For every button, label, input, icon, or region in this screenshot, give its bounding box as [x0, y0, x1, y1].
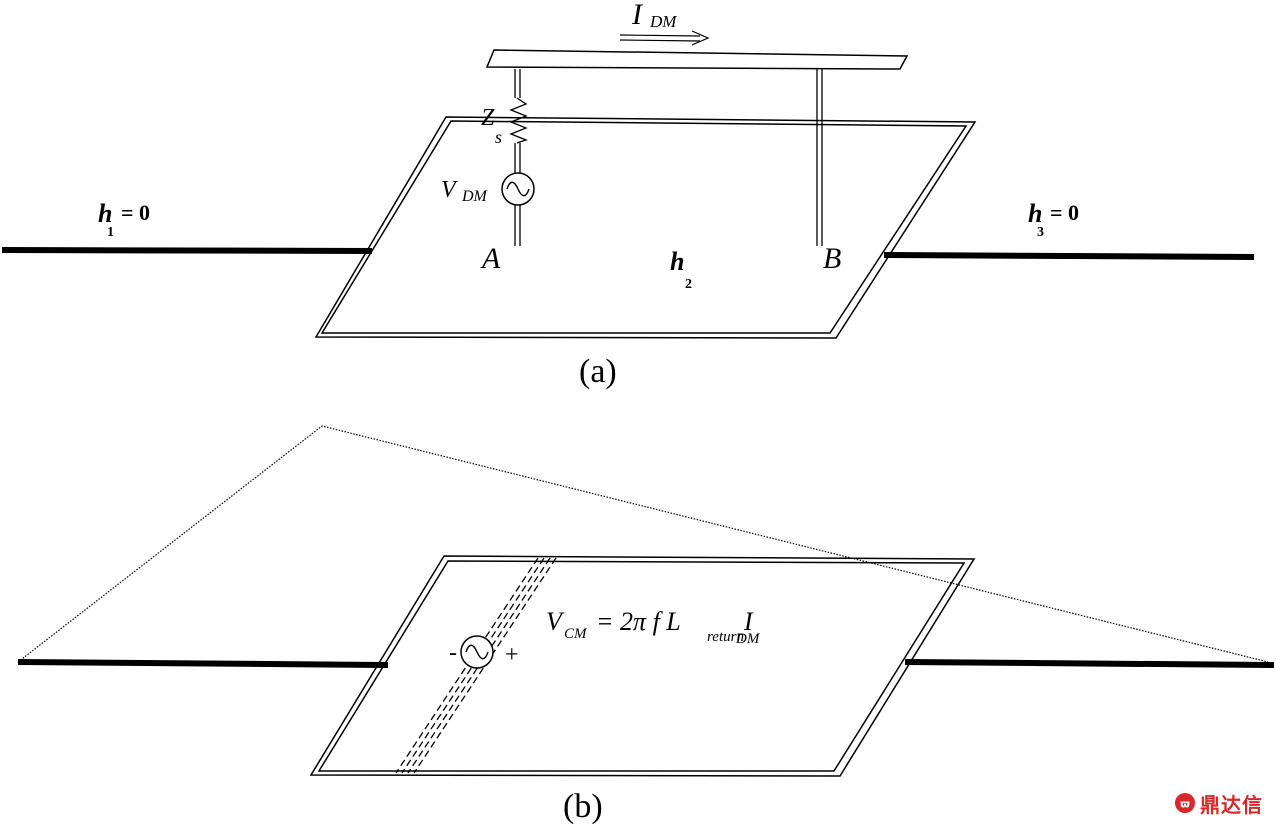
current-label: I — [631, 0, 644, 31]
vertical-conductor-a — [514, 69, 521, 246]
svg-text:return: return — [707, 629, 744, 645]
top-conductor-bar — [485, 49, 909, 70]
left-cable-b — [17, 659, 389, 668]
svg-text:DM: DM — [735, 631, 761, 647]
svg-text:V: V — [546, 607, 565, 636]
svg-text:CM: CM — [564, 626, 588, 642]
h1-label: h — [98, 199, 112, 228]
dashed-slot — [395, 557, 557, 774]
svg-text:= 2π f L: = 2π f L — [596, 607, 681, 636]
current-label-sub: DM — [649, 12, 677, 31]
ground-plane-a — [314, 116, 977, 339]
equation-vcm: V CM = 2π f L return I DM — [546, 607, 761, 647]
h2-label: h — [670, 247, 684, 276]
impedance-zigzag — [509, 97, 528, 144]
watermark-icon: ϖ — [1175, 793, 1195, 813]
ac-source-a — [501, 172, 535, 206]
h3-label: h — [1028, 199, 1042, 228]
radiation-outline — [17, 425, 1269, 663]
node-b-label: B — [823, 242, 841, 275]
vertical-conductor-b — [816, 69, 823, 246]
h3-sub: 3 — [1037, 225, 1044, 240]
watermark-logo: ϖ 鼎达信 — [1174, 788, 1274, 818]
current-arrow — [619, 30, 710, 46]
left-cable-a — [1, 247, 373, 254]
caption-b: (b) — [563, 788, 603, 825]
ac-source-b — [460, 635, 494, 669]
h1-sub: 1 — [107, 225, 114, 240]
plus-sign: + — [505, 642, 519, 668]
source-label-sub: DM — [461, 188, 489, 205]
watermark-text: 鼎达信 — [1200, 792, 1263, 817]
impedance-label-sub: s — [495, 127, 502, 147]
h1-eq: = 0 — [121, 200, 150, 225]
ground-plane-b — [309, 555, 976, 777]
figure-a: I DM Z s V DM A B h 1 = 0 h 2 h 3 = 0 (a… — [1, 0, 1255, 390]
h3-eq: = 0 — [1050, 200, 1079, 225]
caption-a: (a) — [579, 353, 617, 390]
minus-sign: - — [449, 640, 457, 666]
svg-text:I: I — [743, 607, 754, 636]
node-a-label: A — [480, 242, 501, 275]
impedance-label: Z — [481, 105, 495, 131]
h2-sub: 2 — [685, 277, 692, 292]
source-label: V — [441, 177, 458, 203]
right-cable-a — [883, 252, 1255, 260]
svg-text:ϖ: ϖ — [1180, 798, 1190, 811]
figure-b: - + V CM = 2π f L return I DM (b) — [17, 425, 1275, 825]
right-cable-b — [904, 659, 1275, 668]
